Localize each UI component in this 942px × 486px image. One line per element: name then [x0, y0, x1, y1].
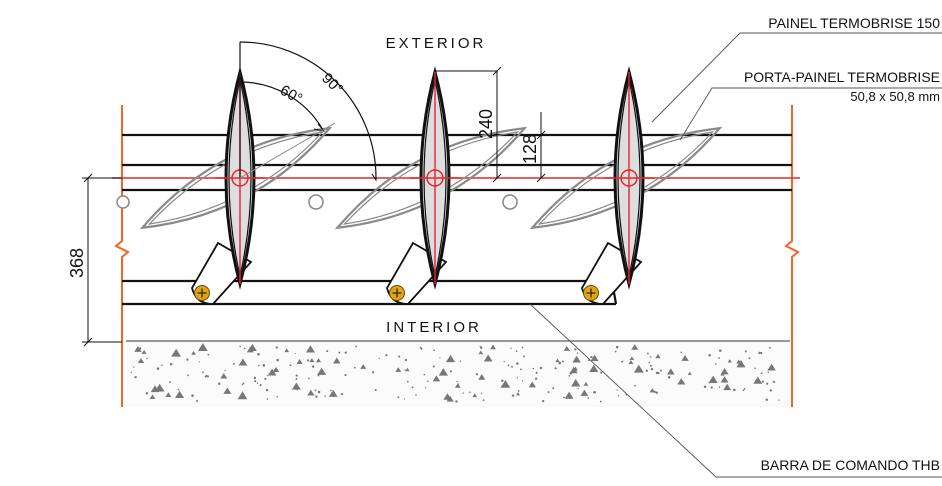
- painel-termobrise-label: PAINEL TERMOBRISE 150: [768, 15, 940, 31]
- right-wall: [784, 105, 800, 407]
- porta-painel-label: PORTA-PAINEL TERMOBRISE: [744, 69, 940, 85]
- dimension-240: [435, 66, 502, 183]
- exterior-label: EXTERIOR: [386, 35, 487, 52]
- dimension-128: [536, 112, 546, 183]
- dimension-368-label: 368: [67, 248, 87, 278]
- panel-termobrise-3: [604, 66, 654, 290]
- dimension-240-label: 240: [476, 109, 496, 139]
- leader-lines: [529, 32, 942, 478]
- ghost-panels: [139, 126, 723, 230]
- interior-label: INTERIOR: [386, 319, 482, 336]
- panel-links: [191, 241, 643, 305]
- panel-termobrise-2: [410, 66, 460, 290]
- ghost-bolts: [116, 194, 518, 210]
- porta-painel-size-label: 50,8 x 50,8 mm: [850, 89, 940, 104]
- concrete-slab: [126, 340, 790, 407]
- dimension-368: [82, 173, 122, 347]
- pivot-screws: [194, 285, 599, 301]
- angle-90-label: 90°: [318, 70, 346, 98]
- dimension-128-label: 128: [520, 134, 540, 164]
- barra-comando-label: BARRA DE COMANDO THB: [761, 457, 940, 473]
- rotation-angle-arcs: [239, 41, 377, 182]
